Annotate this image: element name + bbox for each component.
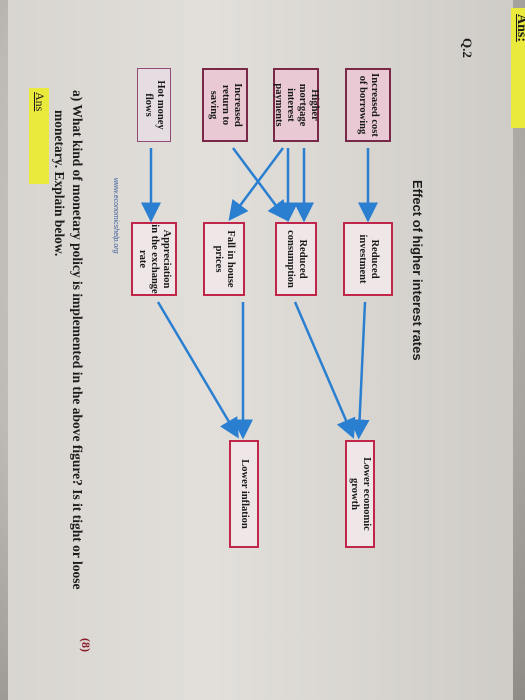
- arrow-consumption-growth: [293, 301, 356, 439]
- marks-label: (8): [79, 638, 93, 652]
- worksheet-page: Ans: Q.2 Effect of higher interest rates…: [8, 0, 525, 700]
- question-line-1: a) What kind of monetary policy is imple…: [70, 90, 85, 590]
- question-line-2: monetary. Explain below.: [52, 110, 67, 257]
- arrow-investment-growth: [349, 301, 370, 440]
- flow-arrows: [141, 147, 378, 440]
- source-credit: www.economicshelp.org: [112, 178, 119, 254]
- arrow-exchange-inflation: [156, 301, 239, 439]
- answer-label: Ans: [33, 92, 47, 112]
- rotated-content: Ans: Q.2 Effect of higher interest rates…: [8, 0, 525, 700]
- arrow-saving-consumption: [231, 147, 288, 222]
